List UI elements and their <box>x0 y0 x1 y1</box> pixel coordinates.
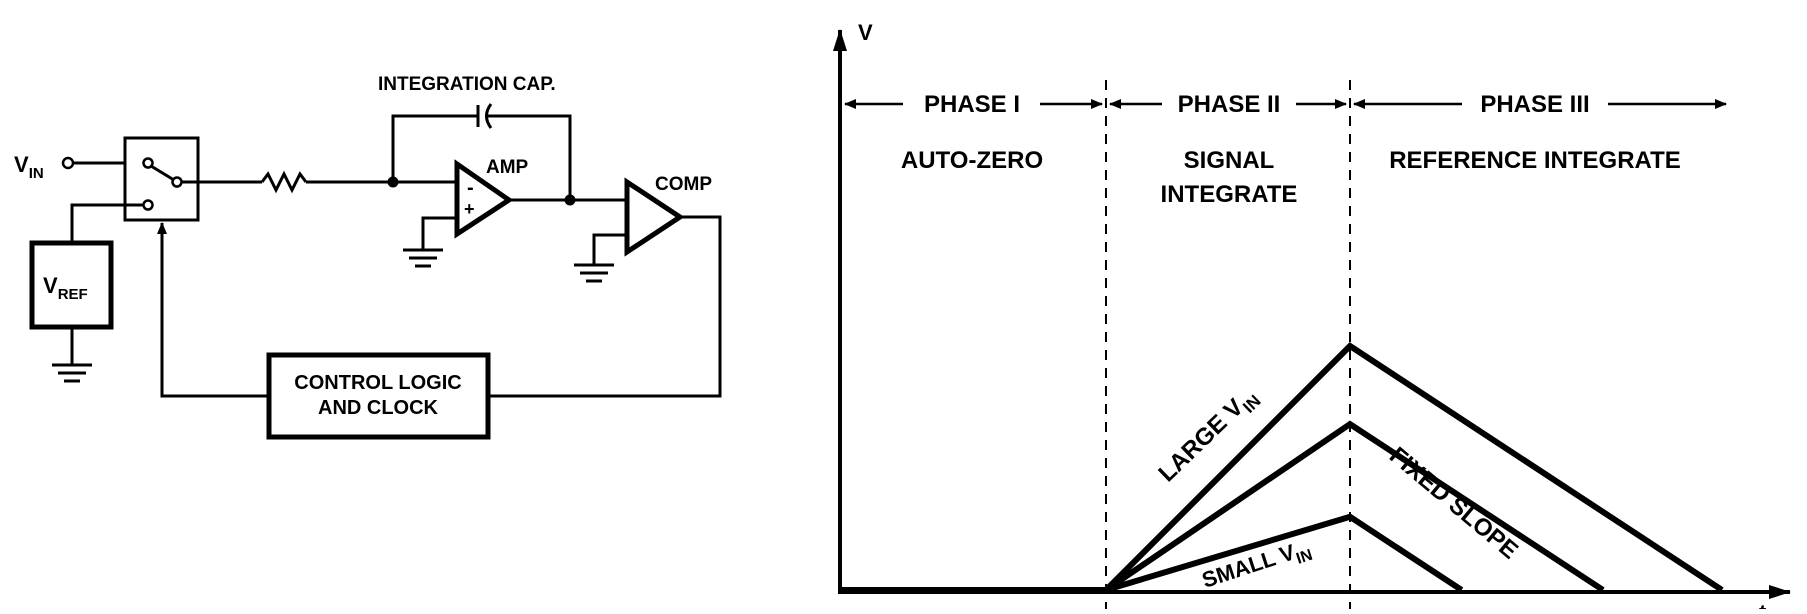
amp-triangle <box>454 159 514 239</box>
phase-2-label: PHASE II <box>1178 91 1281 118</box>
comp-label: COMP <box>655 174 712 195</box>
switch-contact-top <box>142 157 154 169</box>
waveform-chart: V t PHASE I AUTO-ZERO PHASE II SIGNAL IN… <box>833 20 1791 614</box>
integration-cap-label: INTEGRATION CAP. <box>378 74 556 95</box>
resistor-icon <box>260 170 308 194</box>
phase-3-header: PHASE III REFERENCE INTEGRATE <box>1353 91 1727 174</box>
large-vin-label: LARGE VIN <box>1153 382 1264 491</box>
phase-3-desc: REFERENCE INTEGRATE <box>1389 147 1681 174</box>
phase-2-header: PHASE II SIGNAL INTEGRATE <box>1109 91 1347 208</box>
phase-1-label: PHASE I <box>924 91 1020 118</box>
ramp-large <box>1103 342 1724 593</box>
fixed-slope-label: FIXED SLOPE <box>1384 442 1523 565</box>
amp-plus: + <box>464 199 475 219</box>
control-logic-box <box>266 352 491 440</box>
phase-1-desc: AUTO-ZERO <box>901 147 1043 174</box>
ramp-medium <box>1104 420 1605 593</box>
vin-label: VIN <box>14 152 44 182</box>
phase-2-desc-line1: SIGNAL <box>1184 147 1275 174</box>
switch-pivot <box>171 176 183 188</box>
ground-icon <box>52 363 92 383</box>
ground-icon <box>403 248 443 268</box>
switch-box <box>123 136 200 222</box>
control-arrow <box>157 222 269 398</box>
amp-minus: - <box>467 177 474 199</box>
y-axis-label: V <box>858 20 873 45</box>
phase-2-desc-line2: INTEGRATE <box>1161 181 1298 208</box>
control-logic-label-line1: CONTROL LOGIC <box>294 372 461 394</box>
vref-label: VREF <box>43 273 88 303</box>
amp-output-node <box>564 194 576 206</box>
ramp-waveforms <box>1103 342 1724 593</box>
switch-blade <box>150 164 175 182</box>
vref-box <box>29 240 114 330</box>
circuit-schematic: VIN VREF INTEGRATION CAP. <box>14 74 722 440</box>
switch-contact-bottom <box>142 199 154 211</box>
amp-label: AMP <box>486 157 529 178</box>
phase-1-header: PHASE I AUTO-ZERO <box>844 91 1103 174</box>
vin-terminal <box>61 156 75 170</box>
comp-triangle <box>624 177 685 257</box>
x-axis-label: t <box>1759 600 1767 609</box>
control-logic-label-line2: AND CLOCK <box>318 397 439 419</box>
phase-3-label: PHASE III <box>1480 91 1589 118</box>
capacitor-plate-curved <box>485 103 493 129</box>
ground-icon <box>574 263 614 283</box>
vref-wire <box>70 203 125 243</box>
ramp-small <box>1105 513 1464 593</box>
